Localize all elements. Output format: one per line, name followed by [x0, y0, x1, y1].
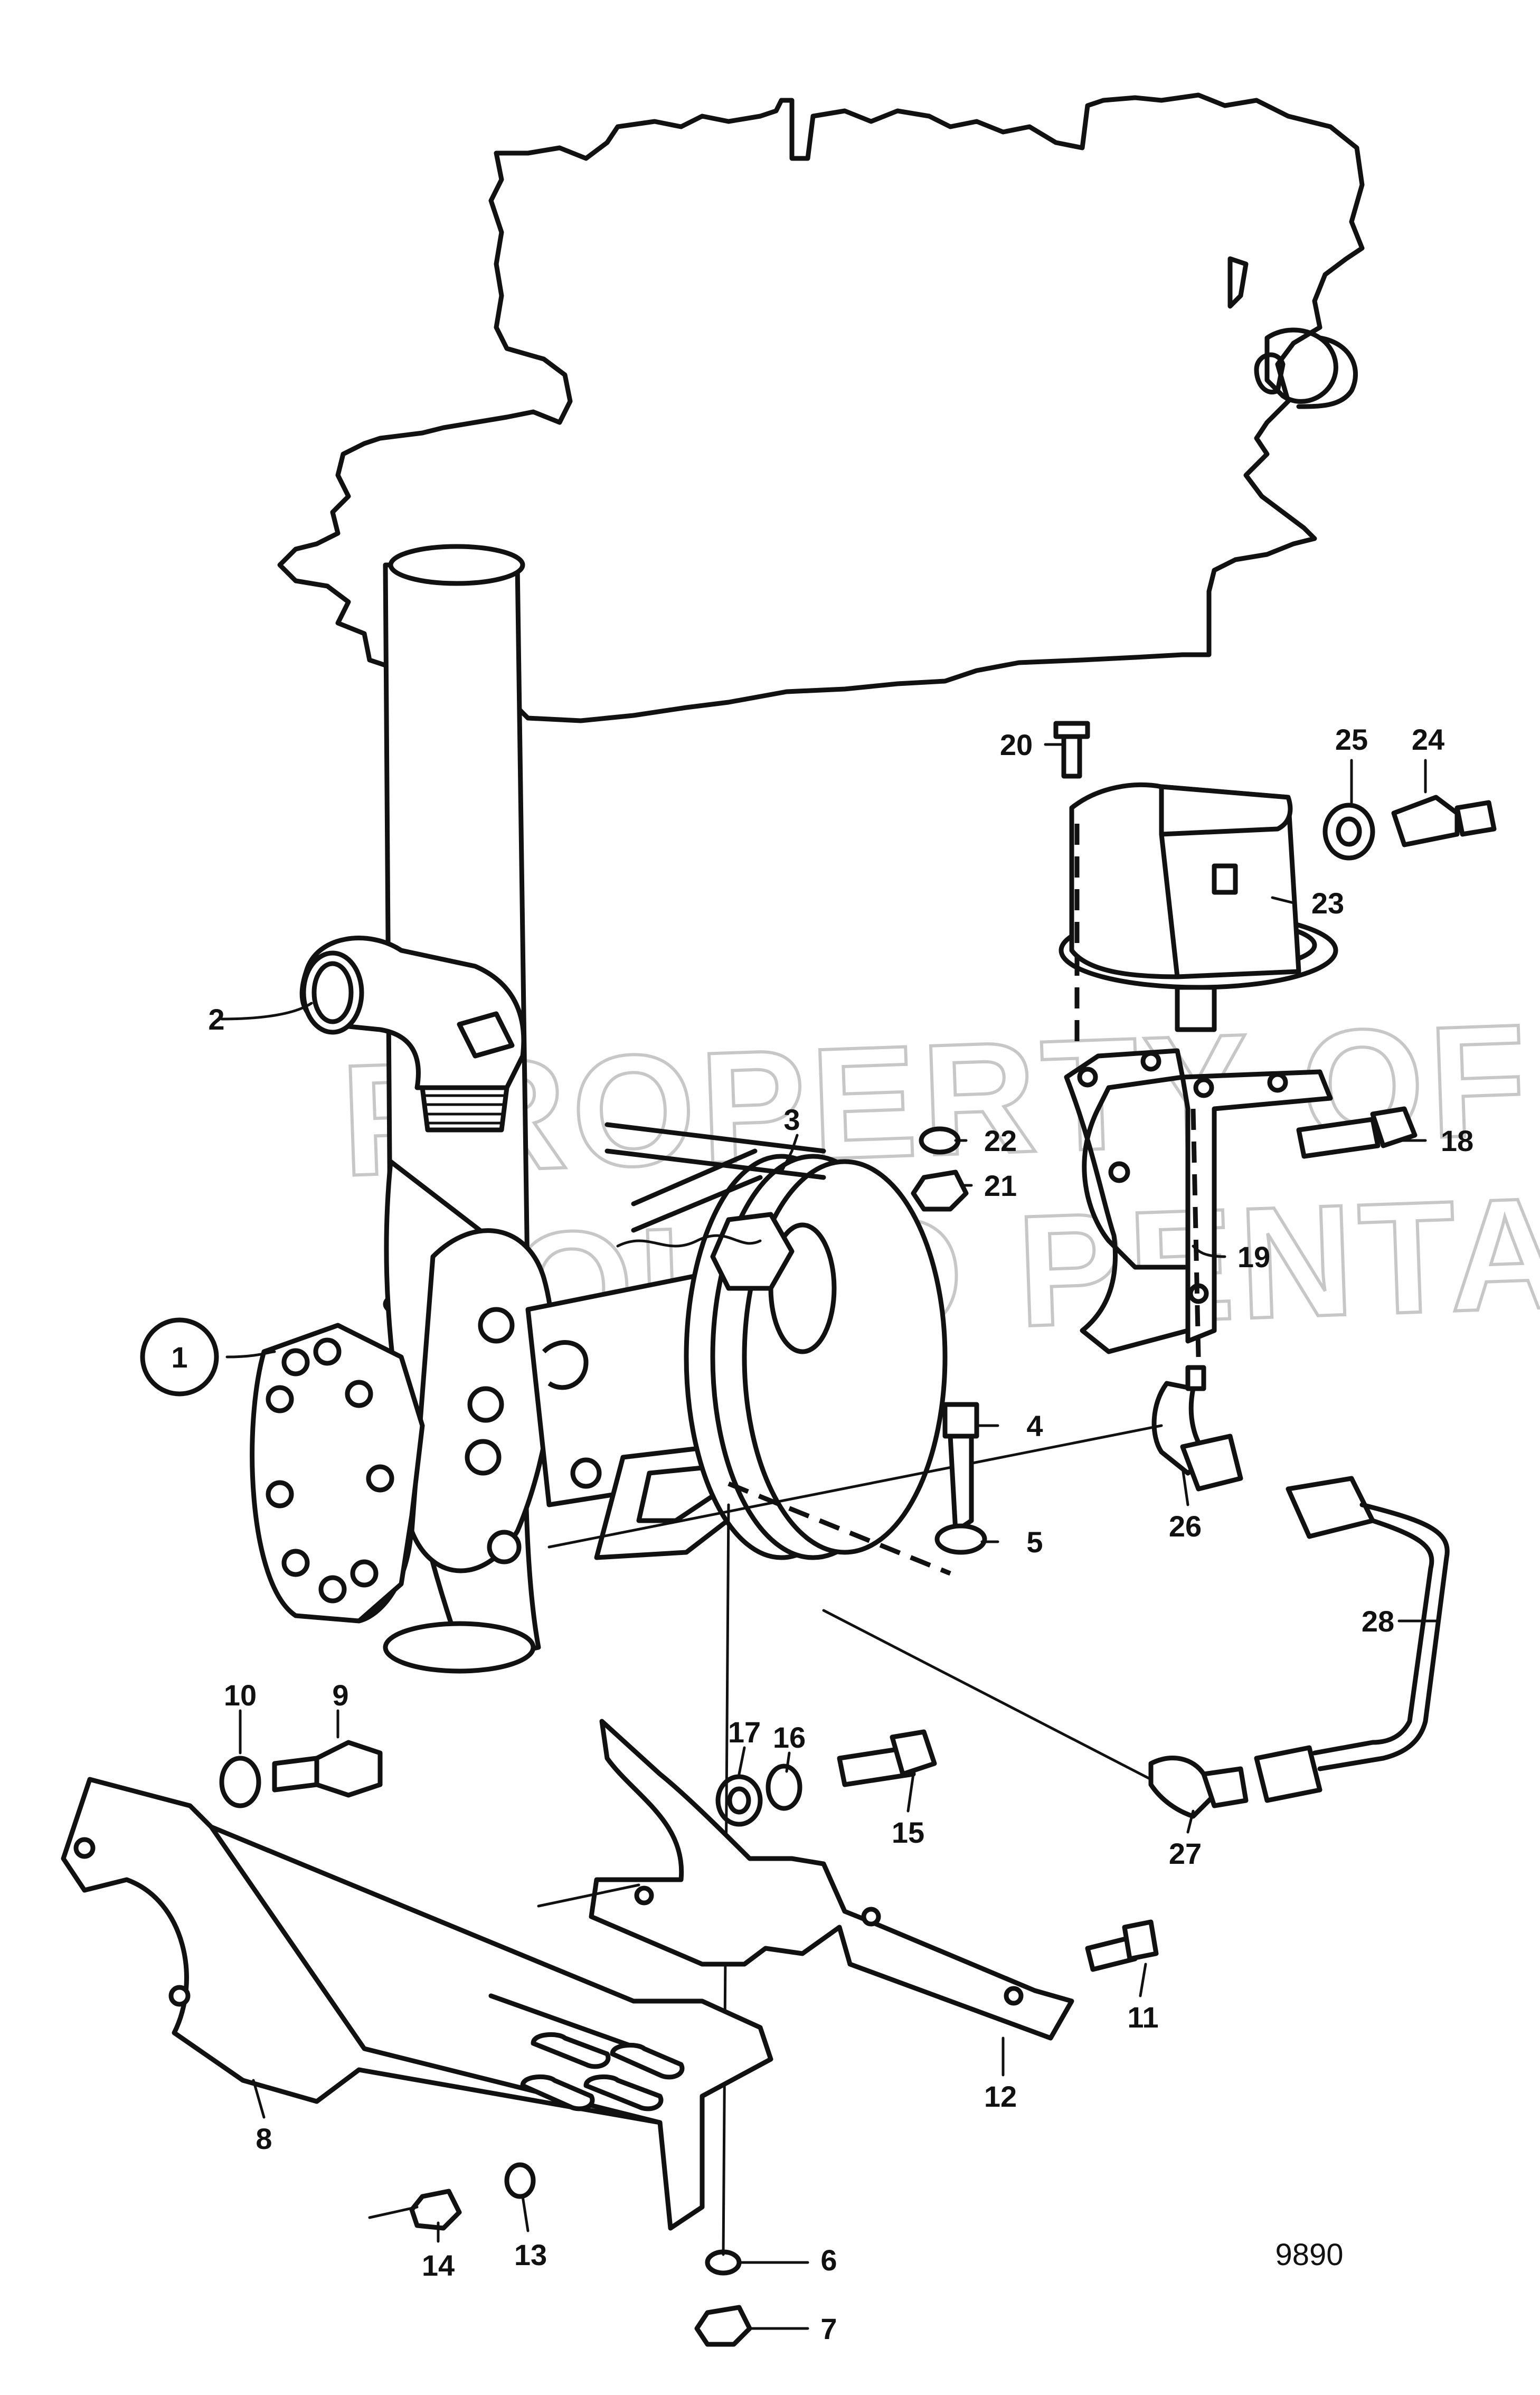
- callout-16: 16: [773, 1721, 806, 1754]
- leader-lines: [220, 743, 1438, 2330]
- fasteners: [219, 721, 1497, 2347]
- callout-24: 24: [1412, 723, 1444, 756]
- callout-7: 7: [820, 2312, 837, 2345]
- callout-10: 10: [224, 1679, 257, 1712]
- hose-assembly: [547, 1365, 1450, 1819]
- pressure-switch: [1059, 782, 1338, 1045]
- callout-4: 4: [1026, 1409, 1043, 1442]
- mounting-brackets: [61, 1719, 1074, 2231]
- callout-1-circle: [140, 1317, 219, 1397]
- pulley: [604, 1122, 948, 1560]
- callout-9: 9: [332, 1679, 348, 1712]
- callout-28: 28: [1362, 1605, 1394, 1638]
- elbow-fitting: [299, 936, 526, 1133]
- callout-21: 21: [984, 1169, 1017, 1202]
- callout-20: 20: [1000, 728, 1033, 761]
- callout-15: 15: [892, 1816, 924, 1849]
- callout-12: 12: [984, 2080, 1017, 2113]
- watermark: PROPERTY OF VOLVO PENTA: [337, 989, 1540, 1383]
- callout-22: 22: [984, 1124, 1017, 1157]
- callout-1: 1: [171, 1341, 187, 1374]
- callout-23: 23: [1311, 887, 1344, 920]
- callout-18: 18: [1441, 1124, 1473, 1157]
- callouts: 1 2 3 4 5 6 7 8 9 10 11 12 13 14 15 16 1…: [140, 723, 1473, 2345]
- engine-outline: [277, 92, 1365, 723]
- callout-6: 6: [820, 2243, 837, 2277]
- callout-19: 19: [1237, 1240, 1270, 1274]
- callout-26: 26: [1169, 1510, 1202, 1543]
- callout-5: 5: [1026, 1525, 1043, 1559]
- callout-14: 14: [422, 2249, 455, 2282]
- callout-11: 11: [1127, 2001, 1158, 2034]
- figure-number: 9890: [1275, 2238, 1343, 2272]
- callout-3: 3: [783, 1103, 800, 1136]
- callout-2: 2: [208, 1003, 224, 1036]
- callout-27: 27: [1169, 1837, 1202, 1870]
- callout-13: 13: [514, 2238, 547, 2271]
- callout-8: 8: [256, 2122, 272, 2155]
- callout-17: 17: [728, 1715, 761, 1749]
- callout-25: 25: [1335, 723, 1368, 756]
- switch-bracket: [1064, 1048, 1333, 1357]
